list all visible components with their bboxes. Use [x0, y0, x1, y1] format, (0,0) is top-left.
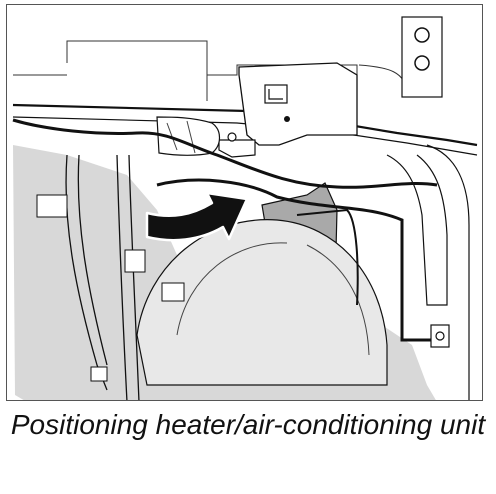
- technical-illustration: [12, 16, 478, 400]
- center-mount-block: [238, 62, 358, 146]
- insertion-arrow-icon: [145, 191, 249, 242]
- bracket-screw: [414, 55, 430, 71]
- figure-caption: Positioning heater/air-conditioning unit: [10, 409, 486, 440]
- cross-beam: [12, 103, 478, 147]
- illustration-frame: [6, 4, 483, 401]
- wiring-harness: [12, 118, 438, 189]
- heater-unit-dome: [136, 219, 388, 386]
- bracket-screw: [414, 27, 430, 43]
